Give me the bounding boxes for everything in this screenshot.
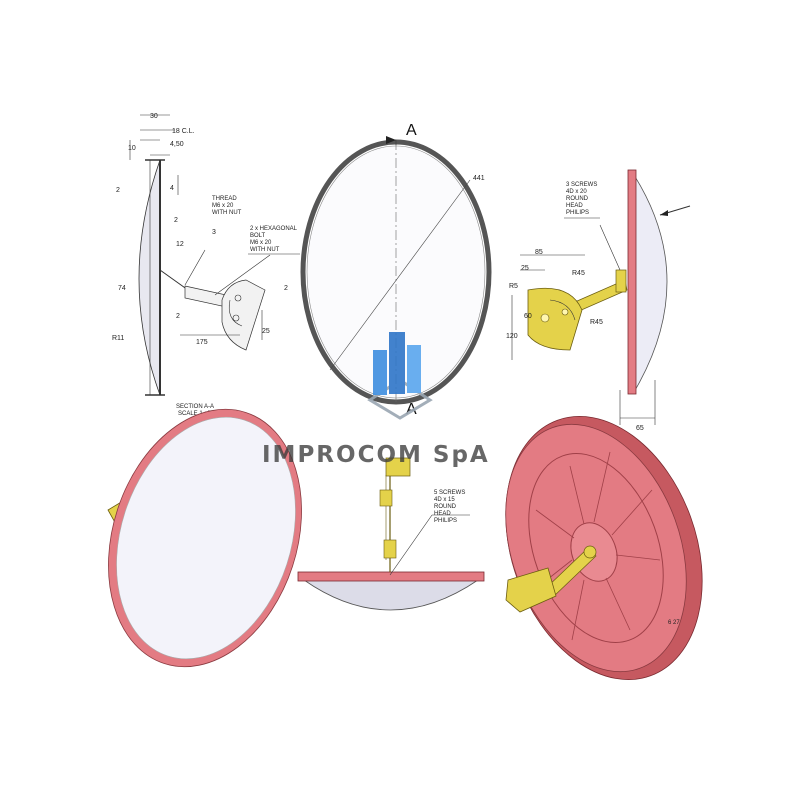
- bottom-bracket: [385, 457, 411, 477]
- svg-text:WITH NUT: WITH NUT: [250, 247, 280, 253]
- dim-18cl: 18 C.L.: [172, 128, 195, 135]
- dim-2d: 2: [284, 285, 288, 292]
- svg-text:HEAD: HEAD: [434, 511, 451, 517]
- svg-text:4D x 20: 4D x 20: [566, 189, 587, 195]
- perspective-front-view: [107, 408, 302, 668]
- svg-text:M6 x 20: M6 x 20: [212, 203, 234, 209]
- dim-diameter: 441: [473, 175, 485, 182]
- dim-r11: R11: [112, 335, 124, 342]
- section-arm: [159, 269, 189, 291]
- dim-25-side: 25: [521, 265, 529, 272]
- section-view: 30 18 C.L. 10 4,50 4 2 2 3 12 74 2 R11 1…: [112, 113, 300, 417]
- dim-r45b: R45: [590, 319, 603, 326]
- bottom-screws-label: 5 SCREWS 4D x 15 ROUND HEAD PHILIPS: [434, 490, 465, 524]
- svg-text:BOLT: BOLT: [250, 233, 266, 239]
- svg-text:PHILIPS: PHILIPS: [434, 518, 457, 524]
- dim-85: 85: [535, 249, 543, 256]
- svg-text:M6 x 20: M6 x 20: [250, 240, 272, 246]
- bottom-mirror-dome: [302, 579, 480, 611]
- dim-12: 12: [176, 241, 184, 248]
- dim-60: 60: [524, 313, 532, 320]
- svg-text:THREAD: THREAD: [212, 196, 237, 202]
- dim-r5: R5: [509, 283, 518, 290]
- svg-text:2 x HEXAGONAL: 2 x HEXAGONAL: [250, 226, 298, 232]
- section-title: SECTION A-A SCALE 1 : 5: [176, 404, 214, 417]
- side-mirror-dome: [633, 174, 668, 393]
- svg-text:5 SCREWS: 5 SCREWS: [434, 490, 465, 496]
- side-mirror-frame: [627, 169, 637, 395]
- dim-175: 175: [196, 339, 208, 346]
- rear-part-number: 6 27: [668, 620, 680, 626]
- perspective-rear-view: 6 27: [505, 415, 703, 681]
- perspective-mirror-glass: [116, 416, 296, 660]
- svg-text:WITH NUT: WITH NUT: [212, 210, 242, 216]
- dim-74: 74: [118, 285, 126, 292]
- dim-30: 30: [150, 113, 158, 120]
- svg-text:ROUND: ROUND: [434, 504, 457, 510]
- dim-10: 10: [128, 145, 136, 152]
- dim-25: 25: [262, 328, 270, 335]
- bottom-mirror-frame: [297, 571, 485, 582]
- side-view: 3 SCREWS 4D x 20 ROUND HEAD PHILIPS 85 2…: [506, 169, 691, 432]
- dim-4: 4: [170, 185, 174, 192]
- front-diameter-line: [329, 179, 471, 371]
- thread-label: THREAD M6 x 20 WITH NUT: [212, 196, 242, 216]
- svg-text:SECTION A-A: SECTION A-A: [176, 404, 214, 410]
- side-bracket: [527, 287, 583, 351]
- svg-text:ROUND: ROUND: [566, 196, 589, 202]
- rear-bracket: [505, 567, 557, 613]
- dim-2a: 2: [116, 187, 120, 194]
- rear-ribs-ring: [528, 453, 664, 643]
- section-base-plate: [221, 279, 266, 351]
- watermark-text: IMPROCOM SpA: [262, 442, 490, 468]
- dim-2b: 2: [174, 217, 178, 224]
- watermark: IMPROCOM SpA: [262, 332, 490, 468]
- bolt-label: 2 x HEXAGONAL BOLT M6 x 20 WITH NUT: [250, 226, 298, 253]
- svg-text:HEAD: HEAD: [566, 203, 583, 209]
- dim-3: 3: [212, 229, 216, 236]
- improcom-logo-icon: [367, 332, 433, 420]
- side-screws-label: 3 SCREWS 4D x 20 ROUND HEAD PHILIPS: [566, 182, 597, 216]
- bottom-view: 5 SCREWS 4D x 15 ROUND HEAD PHILIPS: [297, 457, 485, 611]
- dim-4-50: 4,50: [170, 141, 184, 148]
- dim-65: 65: [636, 425, 644, 432]
- svg-text:PHILIPS: PHILIPS: [566, 210, 589, 216]
- svg-text:4D x 15: 4D x 15: [434, 497, 455, 503]
- dim-2c: 2: [176, 313, 180, 320]
- svg-text:SCALE 1 : 5: SCALE 1 : 5: [178, 411, 212, 417]
- dim-r45a: R45: [572, 270, 585, 277]
- svg-text:3 SCREWS: 3 SCREWS: [566, 182, 597, 188]
- mirror-section-profile: [138, 159, 161, 396]
- section-mark-top: A: [406, 122, 417, 139]
- dim-120: 120: [506, 333, 518, 340]
